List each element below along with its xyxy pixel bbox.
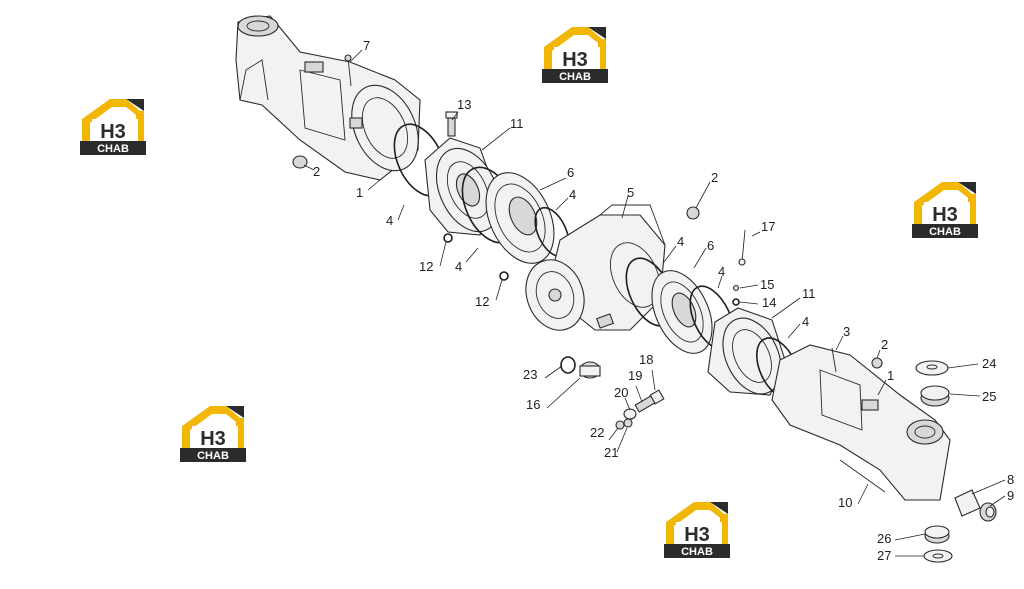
callout-9: 9 xyxy=(1007,488,1014,503)
svg-text:CHAB: CHAB xyxy=(97,143,129,155)
washer-14 xyxy=(732,298,740,306)
callout-4: 4 xyxy=(455,259,462,274)
callout-18: 18 xyxy=(639,352,653,367)
callout-12: 12 xyxy=(475,294,489,309)
callout-15: 15 xyxy=(760,277,774,292)
ring-21 xyxy=(623,418,633,428)
bleed-fitting-13 xyxy=(445,111,458,137)
svg-text:CHAB: CHAB xyxy=(197,450,229,462)
callout-24: 24 xyxy=(982,356,996,371)
brake-housing-11-right xyxy=(707,307,786,396)
callout-2: 2 xyxy=(313,164,320,179)
callout-13: 13 xyxy=(457,97,471,112)
svg-text:H3: H3 xyxy=(200,428,226,450)
callout-10: 10 xyxy=(838,495,852,510)
callout-6: 6 xyxy=(707,238,714,253)
callout-8: 8 xyxy=(1007,472,1014,487)
plug-2-middle xyxy=(686,206,700,220)
leader-lines xyxy=(303,49,1006,557)
callout-1: 1 xyxy=(887,368,894,383)
svg-text:H3: H3 xyxy=(100,121,126,143)
callout-22: 22 xyxy=(590,425,604,440)
screw-15 xyxy=(732,284,740,292)
sleeve-8 xyxy=(954,489,981,517)
callout-17: 17 xyxy=(761,219,775,234)
svg-text:H3: H3 xyxy=(932,204,958,226)
svg-text:H3: H3 xyxy=(684,524,710,546)
seal-9 xyxy=(979,502,997,522)
callout-labels: 7 13 11 2 1 4 6 4 12 4 12 5 2 17 4 6 4 1… xyxy=(313,38,1014,563)
callout-11: 11 xyxy=(802,286,816,301)
callout-21: 21 xyxy=(604,445,618,460)
callout-5: 5 xyxy=(627,185,634,200)
callout-4: 4 xyxy=(718,264,725,279)
washer-24 xyxy=(915,360,949,376)
svg-text:H3: H3 xyxy=(562,49,588,71)
spring-20 xyxy=(623,408,637,420)
brake-housing-11-left xyxy=(424,137,501,236)
callout-14: 14 xyxy=(762,295,776,310)
valve-19 xyxy=(634,395,656,413)
callout-3: 3 xyxy=(843,324,850,339)
callout-16: 16 xyxy=(526,397,540,412)
callout-4: 4 xyxy=(569,187,576,202)
watermark-logo-3: H3 CHAB xyxy=(912,182,978,238)
callout-26: 26 xyxy=(877,531,891,546)
bushing-25 xyxy=(920,385,950,407)
nut-22 xyxy=(615,420,625,430)
callout-2: 2 xyxy=(881,337,888,352)
brake-pack-6-left xyxy=(485,172,555,264)
rod-10 xyxy=(839,459,886,493)
callout-4: 4 xyxy=(802,314,809,329)
ring-12-a xyxy=(443,233,453,243)
plug-16 xyxy=(579,361,601,379)
plug-2-right xyxy=(871,357,883,369)
bushing-26 xyxy=(924,525,950,544)
callout-27: 27 xyxy=(877,548,891,563)
pin-17 xyxy=(738,229,746,266)
washer-27 xyxy=(923,549,953,563)
right-axle-housing xyxy=(771,344,951,501)
callout-2: 2 xyxy=(711,170,718,185)
watermark-logo-4: H3 CHAB xyxy=(180,406,246,462)
callout-11: 11 xyxy=(510,116,524,131)
watermark-logo-1: H3 CHAB xyxy=(80,99,146,155)
watermark-logo-5: H3 CHAB xyxy=(664,502,730,558)
o-ring-23 xyxy=(560,356,576,374)
callout-25: 25 xyxy=(982,389,996,404)
callout-20: 20 xyxy=(614,385,628,400)
svg-text:CHAB: CHAB xyxy=(681,546,713,558)
callout-6: 6 xyxy=(567,165,574,180)
ring-12-b xyxy=(499,271,509,281)
callout-4: 4 xyxy=(386,213,393,228)
callout-1: 1 xyxy=(356,185,363,200)
watermark-logo-2: H3 CHAB xyxy=(542,27,608,83)
plug-2-left xyxy=(292,155,308,169)
callout-19: 19 xyxy=(628,368,642,383)
callout-4: 4 xyxy=(677,234,684,249)
svg-text:CHAB: CHAB xyxy=(929,226,961,238)
left-axle-housing xyxy=(235,15,421,181)
svg-text:CHAB: CHAB xyxy=(559,71,591,83)
callout-7: 7 xyxy=(363,38,370,53)
bolt-3 xyxy=(831,347,837,373)
center-housing-5 xyxy=(525,204,666,331)
callout-23: 23 xyxy=(523,367,537,382)
callout-12: 12 xyxy=(419,259,433,274)
bolt-7 xyxy=(344,54,352,87)
